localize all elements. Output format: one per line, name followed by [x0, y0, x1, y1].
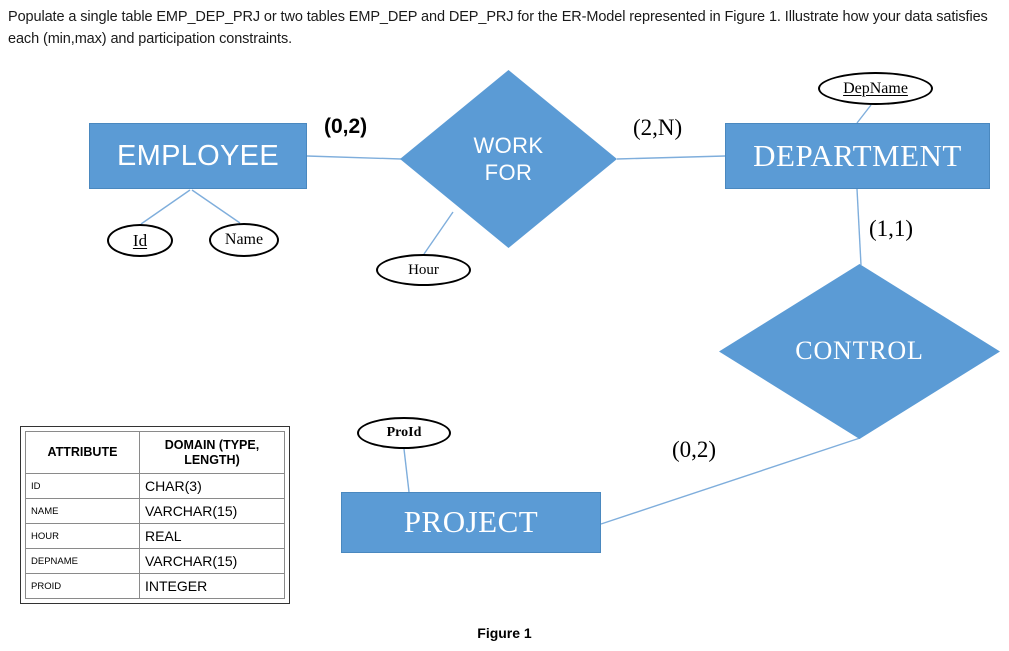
table-cell-attribute: NAME: [25, 498, 140, 524]
attribute-ellipse-id[interactable]: Id: [107, 224, 173, 257]
attribute-domain-table: ATTRIBUTE DOMAIN (TYPE, LENGTH) ID CHAR(…: [25, 431, 286, 599]
table-cell-domain: VARCHAR(15): [138, 498, 286, 524]
connector-employee-workfor: [306, 155, 402, 160]
connector-department-control: [856, 188, 862, 266]
cardinality-employee-workfor: (0,2): [324, 115, 368, 138]
attribute-hour-label: Hour: [408, 261, 439, 278]
attribute-ellipse-depname[interactable]: DepName: [818, 72, 933, 105]
relationship-control-label: CONTROL: [795, 336, 924, 366]
table-row: PROID INTEGER: [25, 573, 286, 599]
table-cell-attribute: PROID: [25, 573, 140, 599]
table-cell-domain: VARCHAR(15): [138, 548, 286, 574]
table-cell-domain: REAL: [138, 523, 286, 549]
table-cell-domain: CHAR(3): [138, 473, 286, 499]
connector-project-proid: [403, 448, 410, 493]
connector-employee-id: [140, 189, 191, 225]
relationship-control[interactable]: CONTROL: [719, 264, 1000, 439]
connector-department-depname: [856, 104, 872, 124]
attribute-name-label: Name: [224, 231, 264, 248]
attribute-ellipse-name[interactable]: Name: [209, 223, 279, 257]
table-header-domain: DOMAIN (TYPE, LENGTH): [138, 431, 286, 474]
entity-project[interactable]: PROJECT: [341, 492, 601, 553]
table-row: DEPNAME VARCHAR(15): [25, 548, 286, 574]
cardinality-control-project: (0,2): [672, 437, 717, 462]
table-header-row: ATTRIBUTE DOMAIN (TYPE, LENGTH): [25, 431, 286, 474]
entity-department[interactable]: DEPARTMENT: [725, 123, 990, 189]
table-cell-attribute: HOUR: [25, 523, 140, 549]
relationship-work-for[interactable]: WORK FOR: [400, 70, 617, 248]
attribute-ellipse-hour[interactable]: Hour: [376, 254, 471, 286]
attribute-ellipse-proid[interactable]: ProId: [357, 417, 451, 449]
table-cell-attribute: ID: [25, 473, 140, 499]
attribute-domain-table-container: ATTRIBUTE DOMAIN (TYPE, LENGTH) ID CHAR(…: [20, 426, 290, 604]
relationship-work-for-line2: FOR: [484, 160, 533, 185]
table-cell-attribute: DEPNAME: [25, 548, 140, 574]
cardinality-department-control: (1,1): [869, 216, 914, 241]
attribute-depname-label: DepName: [843, 79, 908, 97]
table-header-domain-line1: DOMAIN (TYPE,: [164, 437, 260, 452]
connector-control-project: [600, 437, 861, 525]
attribute-id-label: Id: [132, 231, 148, 250]
entity-department-label: DEPARTMENT: [753, 137, 962, 173]
entity-employee[interactable]: EMPLOYEE: [89, 123, 307, 189]
relationship-work-for-label: WORK FOR: [400, 70, 617, 248]
figure-caption: Figure 1: [477, 625, 532, 641]
table-header-domain-line2: LENGTH): [184, 452, 240, 467]
entity-employee-label: EMPLOYEE: [117, 139, 279, 172]
question-prompt-text: Populate a single table EMP_DEP_PRJ or t…: [8, 9, 988, 48]
connector-employee-name: [191, 189, 241, 224]
table-cell-domain: INTEGER: [138, 573, 286, 599]
attribute-proid-label: ProId: [386, 425, 422, 440]
cardinality-workfor-department: (2,N): [633, 115, 683, 140]
table-row: NAME VARCHAR(15): [25, 498, 286, 524]
connector-workfor-department: [616, 155, 726, 160]
table-row: ID CHAR(3): [25, 473, 286, 499]
entity-project-label: PROJECT: [403, 504, 539, 540]
table-row: HOUR REAL: [25, 523, 286, 549]
table-header-attribute: ATTRIBUTE: [25, 431, 140, 474]
relationship-work-for-line1: WORK: [473, 132, 544, 158]
